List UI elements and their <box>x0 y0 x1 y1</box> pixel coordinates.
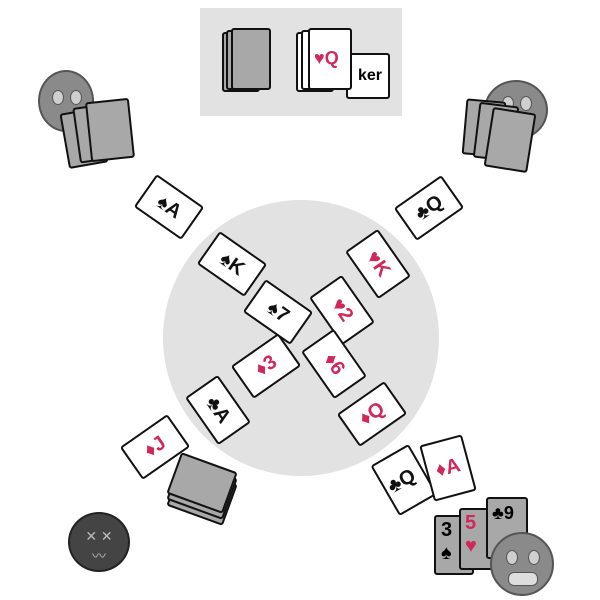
player-avatar <box>490 532 554 596</box>
eye-icon <box>520 96 532 111</box>
eye-icon <box>70 90 82 105</box>
table-card: ♠A <box>133 173 205 241</box>
discard-pile-top[interactable]: ♥Q <box>308 28 352 90</box>
draw-pile[interactable] <box>231 28 271 90</box>
joker-card[interactable]: ker <box>346 53 390 99</box>
eye-icon <box>52 90 64 105</box>
deck-area: ker ♥Q <box>200 8 402 116</box>
x-eyes-icon: ✕ ✕ <box>85 528 113 544</box>
eye-icon <box>528 550 540 565</box>
opponent-card-back <box>84 97 136 163</box>
table-card: ♣Q <box>393 174 465 242</box>
eye-icon <box>506 550 518 565</box>
opponent-avatar-bottom-left: ✕ ✕ 〰 <box>68 512 130 572</box>
opponent-card-back <box>483 106 537 174</box>
play-table <box>163 200 439 476</box>
wavy-mouth-icon: 〰 <box>92 548 106 564</box>
mouth-icon <box>508 572 538 586</box>
joker-label: ker <box>358 67 383 84</box>
